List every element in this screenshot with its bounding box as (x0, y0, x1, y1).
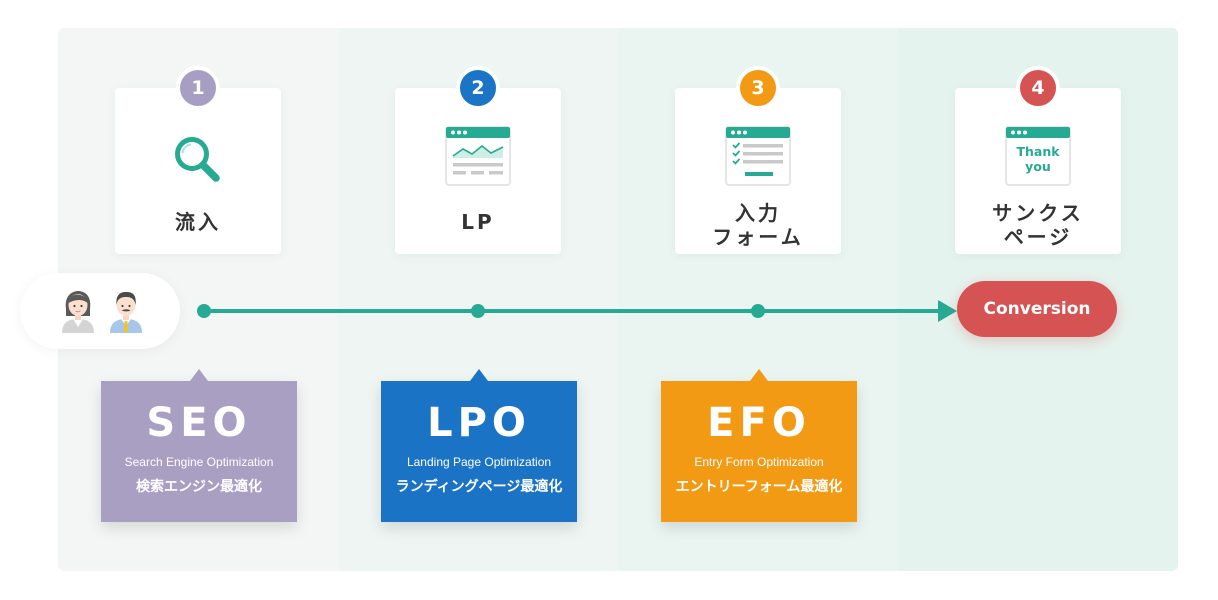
efo-japanese: エントリーフォーム最適化 (675, 479, 843, 495)
efo-card: EFO Entry Form Optimization エントリーフォーム最適化 (661, 381, 857, 522)
step-number-1: 1 (176, 66, 220, 110)
seo-abbr: SEO (146, 400, 252, 446)
thank-you-text-line-1: Thank (1016, 144, 1060, 159)
businesswoman-icon (58, 289, 98, 337)
step-card-entry-form: 入力 フォーム (675, 88, 841, 254)
search-icon (172, 134, 224, 190)
step-number-2: 2 (456, 66, 500, 110)
thank-you-page-icon: Thank you (1005, 126, 1071, 190)
step-number-3: 3 (736, 66, 780, 110)
step-card-lp: LP (395, 88, 561, 254)
seo-card: SEO Search Engine Optimization 検索エンジン最適化 (101, 381, 297, 522)
step-number-4: 4 (1016, 66, 1060, 110)
seo-japanese: 検索エンジン最適化 (136, 479, 262, 495)
step-label-lp: LP (461, 210, 495, 234)
step-label-thanks-page: サンクス ページ (992, 201, 1084, 249)
efo-abbr: EFO (707, 400, 811, 446)
step-card-inflow: 流入 (115, 88, 281, 254)
lpo-card: LPO Landing Page Optimization ランディングページ最… (381, 381, 577, 522)
lpo-abbr: LPO (427, 400, 531, 446)
step-label-entry-form: 入力 フォーム (712, 201, 804, 249)
step-card-thanks-page: Thank you サンクス ページ (955, 88, 1121, 254)
users-badge (20, 273, 180, 349)
entry-form-icon (725, 126, 791, 190)
seo-english: Search Engine Optimization (124, 455, 274, 469)
lpo-english: Landing Page Optimization (406, 455, 552, 469)
businessman-icon (106, 289, 146, 337)
step-label-inflow: 流入 (175, 210, 221, 234)
thank-you-text-line-2: you (1025, 159, 1051, 174)
landing-page-icon (445, 126, 511, 190)
conversion-badge: Conversion (957, 281, 1117, 337)
efo-english: Entry Form Optimization (694, 455, 824, 469)
lpo-japanese: ランディングページ最適化 (395, 479, 563, 495)
